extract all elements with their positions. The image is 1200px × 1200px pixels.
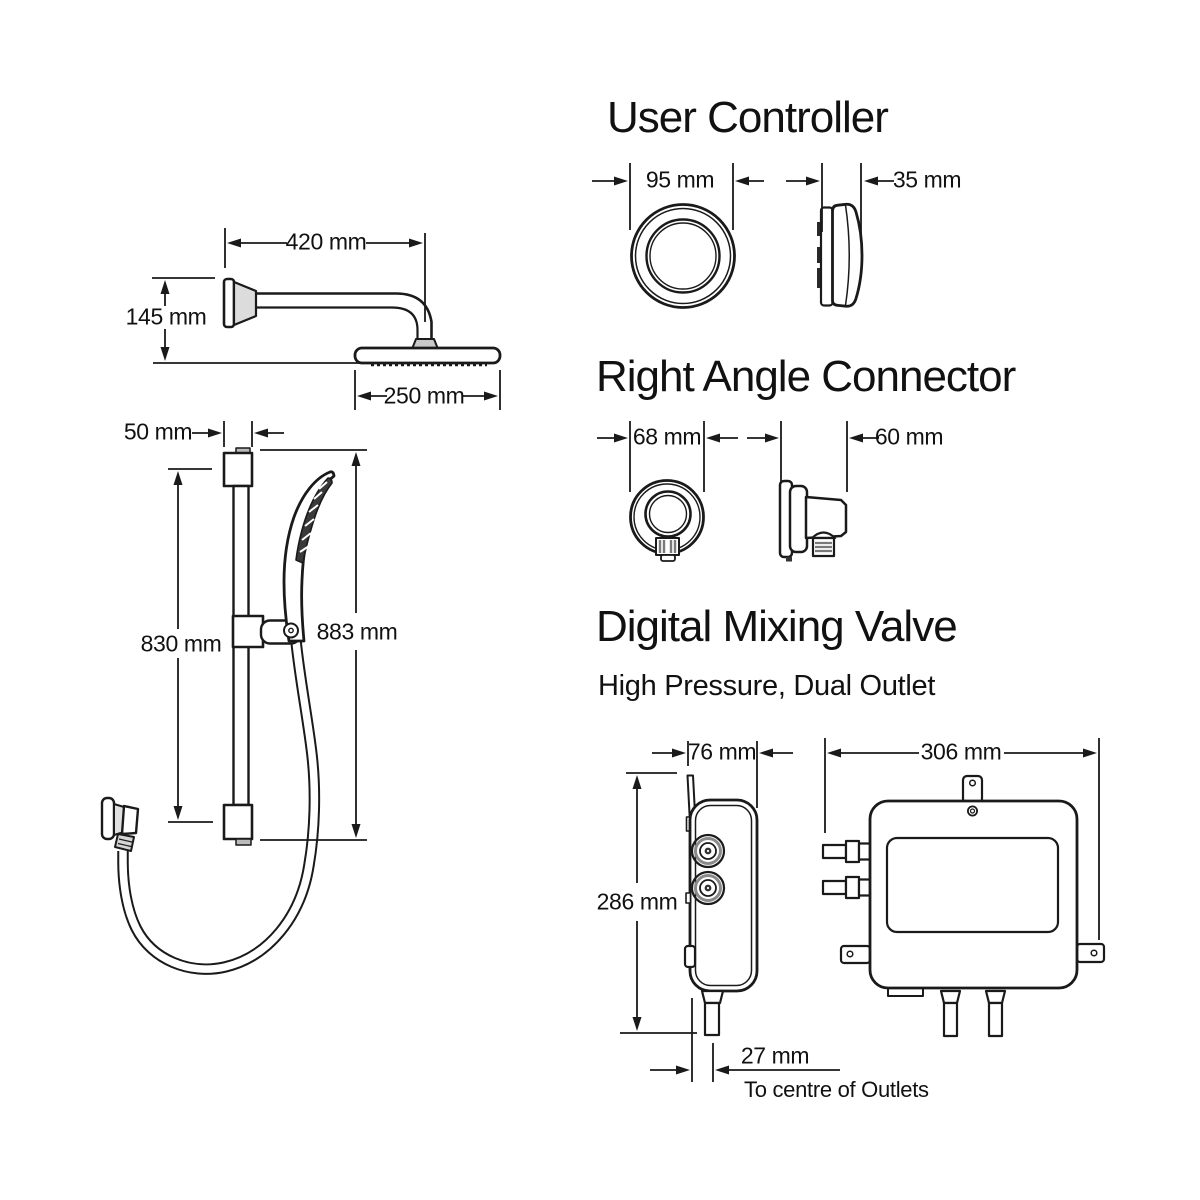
dim-wall-offset: 50 mm: [123, 418, 193, 445]
dim-valve-depth: 76 mm: [687, 738, 757, 765]
user-controller-drawing: [630, 202, 864, 309]
dim-rail-length: 830 mm: [140, 630, 222, 657]
dim-outlet-offset: 27 mm: [740, 1042, 810, 1069]
dim-valve-width: 306 mm: [920, 738, 1002, 765]
mixing-valve-front-drawing: [821, 774, 1106, 1038]
mixing-valve-title: Digital Mixing Valve: [596, 602, 958, 651]
user-controller-title: User Controller: [607, 93, 889, 142]
dim-drop-height: 145 mm: [125, 303, 207, 330]
outlet-offset-note: To centre of Outlets: [744, 1077, 929, 1102]
mixing-valve-subtitle: High Pressure, Dual Outlet: [598, 670, 936, 702]
dim-controller-depth: 35 mm: [892, 166, 962, 193]
overhead-shower-dimensions: [152, 228, 501, 410]
slide-rail-dimensions: [168, 421, 367, 841]
dim-connector-depth: 60 mm: [874, 423, 944, 450]
right-angle-connector-dimensions: [597, 421, 879, 492]
mixing-valve-side-drawing: [683, 774, 759, 1037]
overhead-shower-drawing: [222, 277, 502, 367]
dim-head-diameter: 250 mm: [383, 382, 465, 409]
right-angle-connector-title: Right Angle Connector: [596, 352, 1016, 401]
right-angle-connector-drawing: [629, 479, 848, 562]
slide-rail-kit-drawing: [100, 447, 336, 975]
dim-overall-height: 883 mm: [316, 618, 398, 645]
dim-valve-height: 286 mm: [596, 888, 678, 915]
dim-controller-diameter: 95 mm: [645, 166, 715, 193]
user-controller-dimensions: [592, 163, 894, 235]
mixing-valve-dimensions: [620, 738, 1100, 1082]
dim-connector-diameter: 68 mm: [632, 423, 702, 450]
dim-arm-length: 420 mm: [285, 228, 367, 255]
